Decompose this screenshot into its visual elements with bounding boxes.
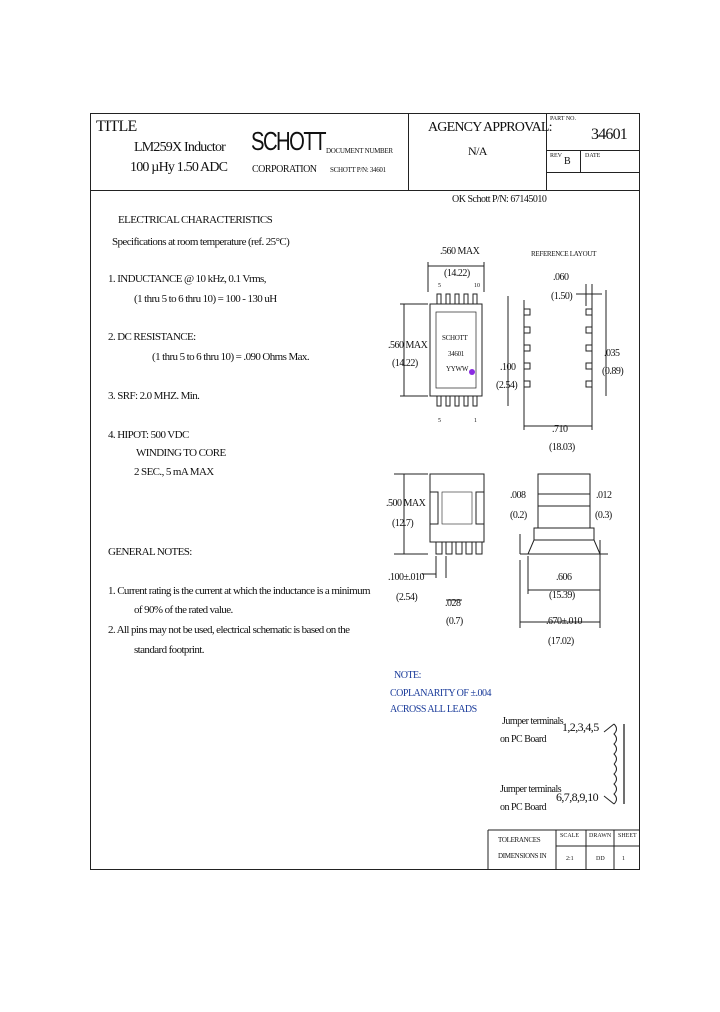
side-pitch-dim: .100±.010 [388, 572, 425, 583]
rev-value: B [564, 156, 571, 167]
bottom-pin-right: 1 [474, 418, 477, 424]
side-pitch-mm: (2.54) [396, 592, 418, 603]
lead-thickness-mm: (0.3) [595, 510, 612, 521]
marking-1: SCHOTT [442, 334, 468, 342]
drawing-frame [90, 113, 640, 870]
pcb-pad-dim: .060 [553, 272, 569, 283]
end-overall-mm: (17.02) [548, 636, 574, 647]
drawn-label: DRAWN [589, 833, 612, 839]
header-rev-line [546, 172, 640, 173]
header-part-line [546, 150, 640, 151]
pins-group-2: 6,7,8,9,10 [556, 790, 599, 804]
item2-line-b: (1 thru 5 to 6 thru 10) = .090 Ohms Max. [152, 351, 310, 363]
top-width-mm: (14.22) [444, 268, 470, 279]
header-divider-1 [408, 113, 409, 190]
pin1-marker [469, 369, 475, 375]
general-heading: GENERAL NOTES: [108, 546, 192, 558]
sheet-label: SHEET [618, 833, 637, 839]
electrical-heading: ELECTRICAL CHARACTERISTICS [118, 214, 273, 226]
header-rev-divider [580, 150, 581, 172]
rev-label: REV [550, 153, 562, 159]
date-label: DATE [585, 153, 601, 159]
pcb-pads-left [523, 308, 531, 388]
pcb-span-dim: .710 [552, 424, 568, 435]
side-view-leads [435, 541, 483, 555]
pcb-pad-h-dim: .035 [604, 348, 620, 359]
scale-value: 2:1 [566, 856, 574, 862]
end-body-mm: (15.39) [549, 590, 575, 601]
scale-label: SCALE [560, 833, 580, 839]
agency-value: N/A [468, 144, 487, 158]
standoff-mm: (0.2) [510, 510, 527, 521]
pcb-pad-h-mm: (0.89) [602, 366, 624, 377]
jumper-1-line-b: on PC Board [500, 734, 547, 745]
title-line-1: LM259X Inductor [134, 140, 226, 155]
marking-3: YYWW [446, 365, 469, 373]
note1-line-a: 1. Current rating is the current at whic… [108, 585, 371, 597]
pcb-pads-right [585, 308, 593, 388]
coil-lower [613, 763, 617, 805]
agency-label: AGENCY APPROVAL: [428, 120, 553, 135]
lead-thickness-dim: .012 [596, 490, 612, 501]
company-sub: CORPORATION [252, 164, 317, 175]
tolerances-label: TOLERANCES [498, 836, 541, 844]
part-label: PART NO. [550, 116, 576, 122]
note-line-1: COPLANARITY OF ±.004 [390, 688, 491, 699]
header-divider-2 [546, 113, 547, 190]
side-height-mm: (12.7) [392, 518, 414, 529]
jumper-2-line-a: Jumper terminals [500, 784, 562, 795]
header-bottom-line [90, 190, 640, 191]
end-view-top [537, 473, 591, 495]
marking-2: 34601 [448, 350, 465, 358]
part-number: 34601 [591, 126, 628, 143]
note2-line-a: 2. All pins may not be used, electrical … [108, 624, 350, 636]
ok-schott-pn: OK Schott P/N: 67145010 [452, 194, 547, 205]
title-label: TITLE [96, 118, 137, 135]
drawn-value: DD [596, 856, 605, 862]
title-line-2: 100 µHy 1.50 ADC [130, 160, 228, 175]
note-line-2: ACROSS ALL LEADS [390, 704, 477, 715]
pins-group-1: 1,2,3,4,5 [562, 720, 599, 734]
pcb-layout-title: REFERENCE LAYOUT [531, 250, 597, 258]
pcb-span-mm: (18.03) [549, 442, 575, 453]
doc-line-1: DOCUMENT NUMBER [326, 147, 393, 155]
top-height-dim: .560 MAX [388, 340, 428, 351]
pcb-pad-mm: (1.50) [551, 291, 573, 302]
item2-line-a: 2. DC RESISTANCE: [108, 331, 196, 343]
note-title: NOTE: [394, 670, 421, 681]
top-height-mm: (14.22) [392, 358, 418, 369]
jumper-1-line-a: Jumper terminals [502, 716, 564, 727]
dimensions-label: DIMENSIONS IN [498, 852, 547, 860]
standoff-dim: .008 [510, 490, 526, 501]
top-view-inner [435, 311, 477, 389]
top-pin-10: 10 [474, 283, 480, 289]
spec-note: Specifications at room temperature (ref.… [112, 236, 290, 248]
top-view-pins-bottom [436, 395, 478, 407]
side-lead-dim: .028 [445, 598, 461, 609]
pitch-mm: (2.54) [496, 380, 518, 391]
pitch-dim: .100 [500, 362, 516, 373]
sheet-value: 1 [622, 856, 625, 862]
item4-line-c: 2 SEC., 5 mA MAX [134, 466, 214, 478]
coil-upper [613, 723, 617, 765]
top-pin-5: 5 [438, 283, 441, 289]
note2-line-b: standard footprint. [134, 644, 204, 656]
item3: 3. SRF: 2.0 MHZ. Min. [108, 390, 200, 402]
top-width-dim: .560 MAX [440, 246, 480, 257]
note1-line-b: of 90% of the rated value. [134, 604, 233, 616]
doc-line-2: SCHOTT P/N: 34601 [330, 166, 386, 174]
item1-line-b: (1 thru 5 to 6 thru 10) = 100 - 130 uH [134, 293, 277, 305]
end-body-dim: .606 [556, 572, 572, 583]
bottom-pin-left: 5 [438, 418, 441, 424]
end-overall-dim: .670±.010 [546, 616, 583, 627]
item4-line-a: 4. HIPOT: 500 VDC [108, 429, 189, 441]
company-logo: SCHOTT [251, 126, 327, 156]
jumper-2-line-b: on PC Board [500, 802, 547, 813]
item1-line-a: 1. INDUCTANCE @ 10 kHz, 0.1 Vrms, [108, 273, 266, 285]
item4-line-b: WINDING TO CORE [136, 447, 226, 459]
top-view-pins-top [436, 293, 478, 305]
side-height-dim: .500 MAX [386, 498, 426, 509]
side-lead-mm: (0.7) [446, 616, 463, 627]
